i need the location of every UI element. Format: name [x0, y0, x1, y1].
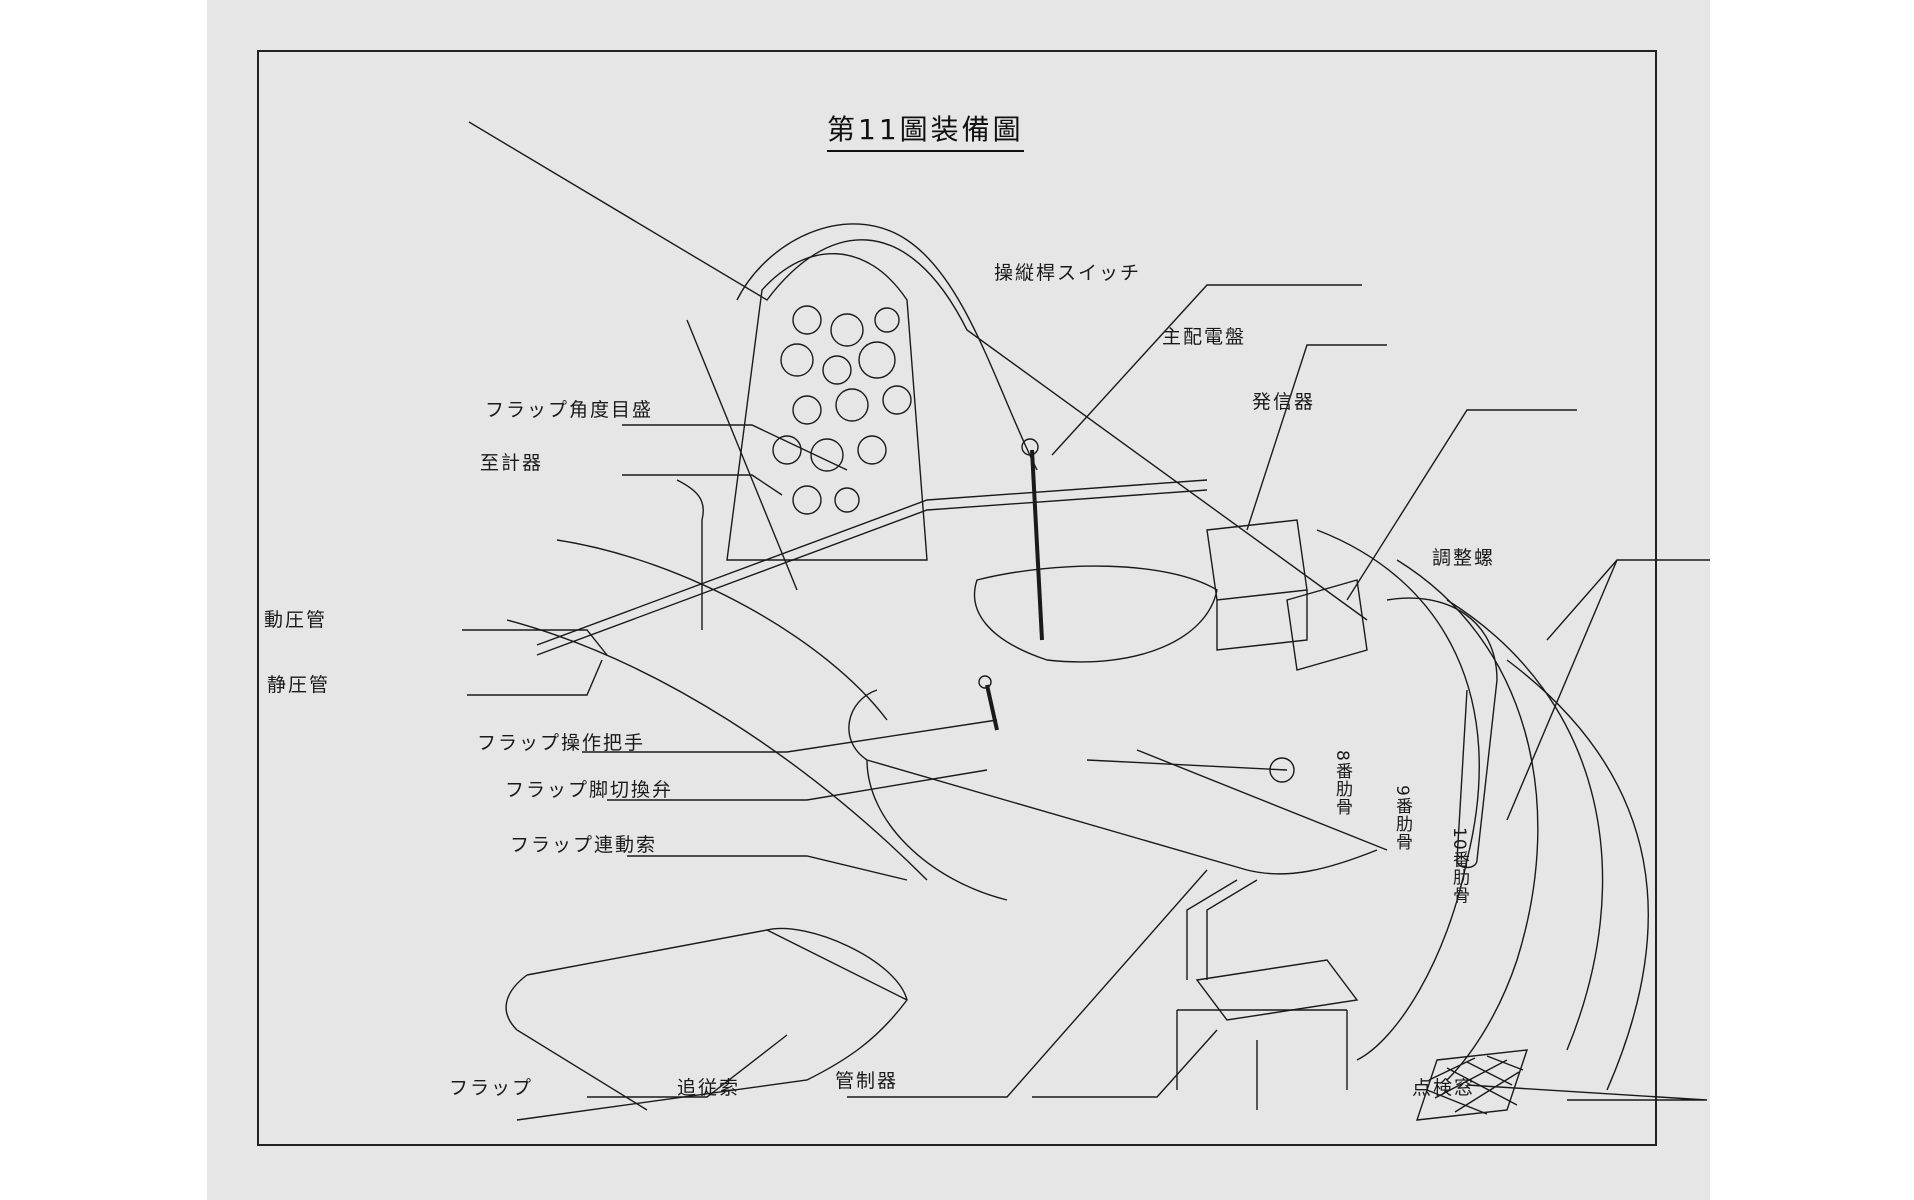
label-static-tube: 静圧管	[267, 674, 331, 696]
diagram-frame	[257, 50, 1657, 1146]
label-flap: フラップ	[449, 1077, 534, 1099]
label-controller: 管制器	[835, 1070, 899, 1092]
label-rib-10: 10番肋骨	[1449, 827, 1469, 905]
label-flap-gear-valve: フラップ脚切換弁	[505, 779, 674, 801]
label-rib-8: 8番肋骨	[1332, 750, 1352, 816]
label-flap-link-cable: フラップ連動索	[510, 834, 658, 856]
label-stick-switch: 操縦桿スイッチ	[994, 262, 1142, 284]
label-adjusting-screw: 調整螺	[1432, 547, 1496, 569]
label-follow-cable: 追従索	[677, 1077, 741, 1099]
diagram-sheet: 第11圖装備圖 操縦桿スイッチ 主配電盤 発信器 フラップ角度目盛 至計器 動圧…	[207, 0, 1710, 1200]
label-pitot-tube: 動圧管	[264, 609, 328, 631]
equipment-drawing	[462, 121, 1710, 1121]
label-flap-angle-scale: フラップ角度目盛	[485, 399, 654, 421]
label-inspection-window: 点検窓	[1412, 1077, 1476, 1099]
label-rib-9: 9番肋骨	[1392, 785, 1412, 851]
label-to-instruments: 至計器	[480, 452, 544, 474]
label-transmitter: 発信器	[1252, 391, 1316, 413]
label-main-switchboard: 主配電盤	[1162, 326, 1247, 348]
label-flap-handle: フラップ操作把手	[477, 732, 646, 754]
diagram-title: 第11圖装備圖	[827, 108, 1024, 152]
